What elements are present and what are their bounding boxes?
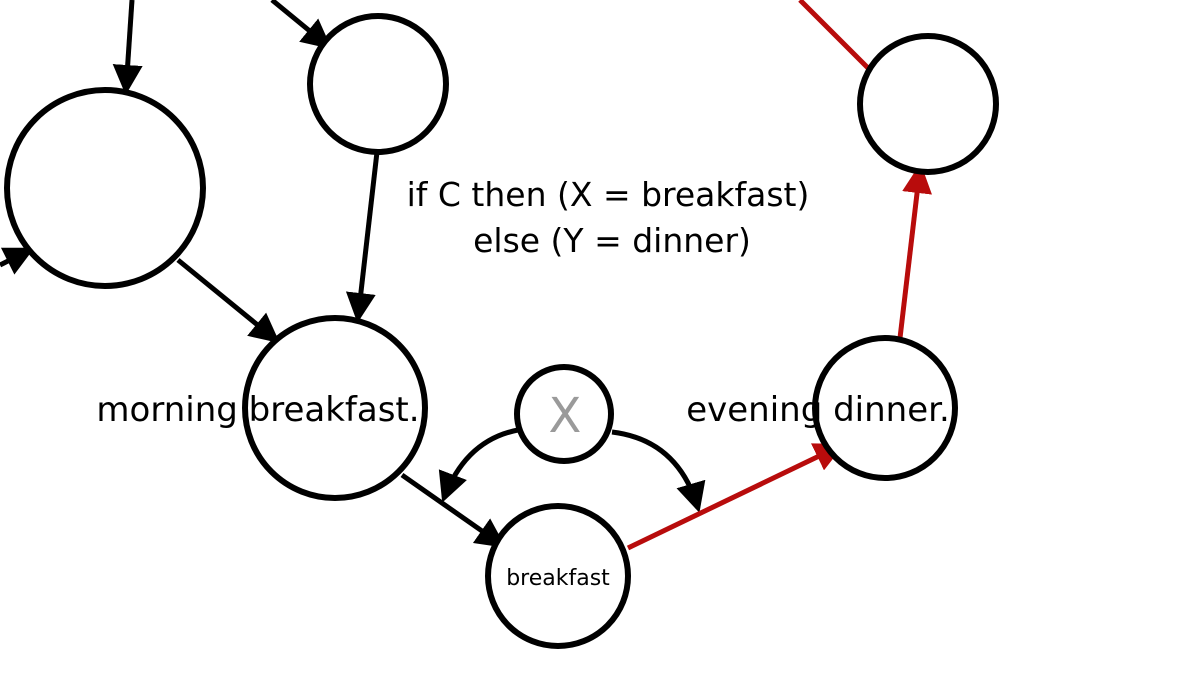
node-upper xyxy=(307,13,449,155)
edge-top-to-upper-node xyxy=(270,0,332,50)
breakfast-node-label: breakfast xyxy=(506,566,610,591)
edge-upper-to-morning xyxy=(345,151,380,323)
variable-x-label: X xyxy=(549,388,582,444)
evening-dinner-label: evening dinner. xyxy=(686,390,950,430)
edge-incoming-left xyxy=(0,247,35,275)
edge-evening-to-upper-right xyxy=(897,163,932,339)
edge-variable-to-morning-edge xyxy=(438,427,519,503)
edge-upper-right-outgoing xyxy=(798,0,872,72)
condition-line-1: if C then (X = breakfast) xyxy=(407,175,810,214)
node-left xyxy=(4,87,206,289)
edge-top-to-left-node xyxy=(112,0,143,95)
edge-morning-to-breakfast xyxy=(400,472,507,548)
node-breakfast xyxy=(485,503,631,649)
morning-breakfast-label: morning breakfast. xyxy=(96,390,419,430)
edge-breakfast-to-evening xyxy=(626,443,845,551)
condition-line-2: else (Y = dinner) xyxy=(473,221,751,260)
node-upper-right xyxy=(857,33,999,175)
node-evening-dinner xyxy=(812,335,958,481)
node-morning-breakfast xyxy=(242,315,428,501)
edge-variable-to-red-edge xyxy=(611,429,706,513)
node-variable-x xyxy=(514,364,614,464)
edge-left-to-morning xyxy=(176,258,280,344)
